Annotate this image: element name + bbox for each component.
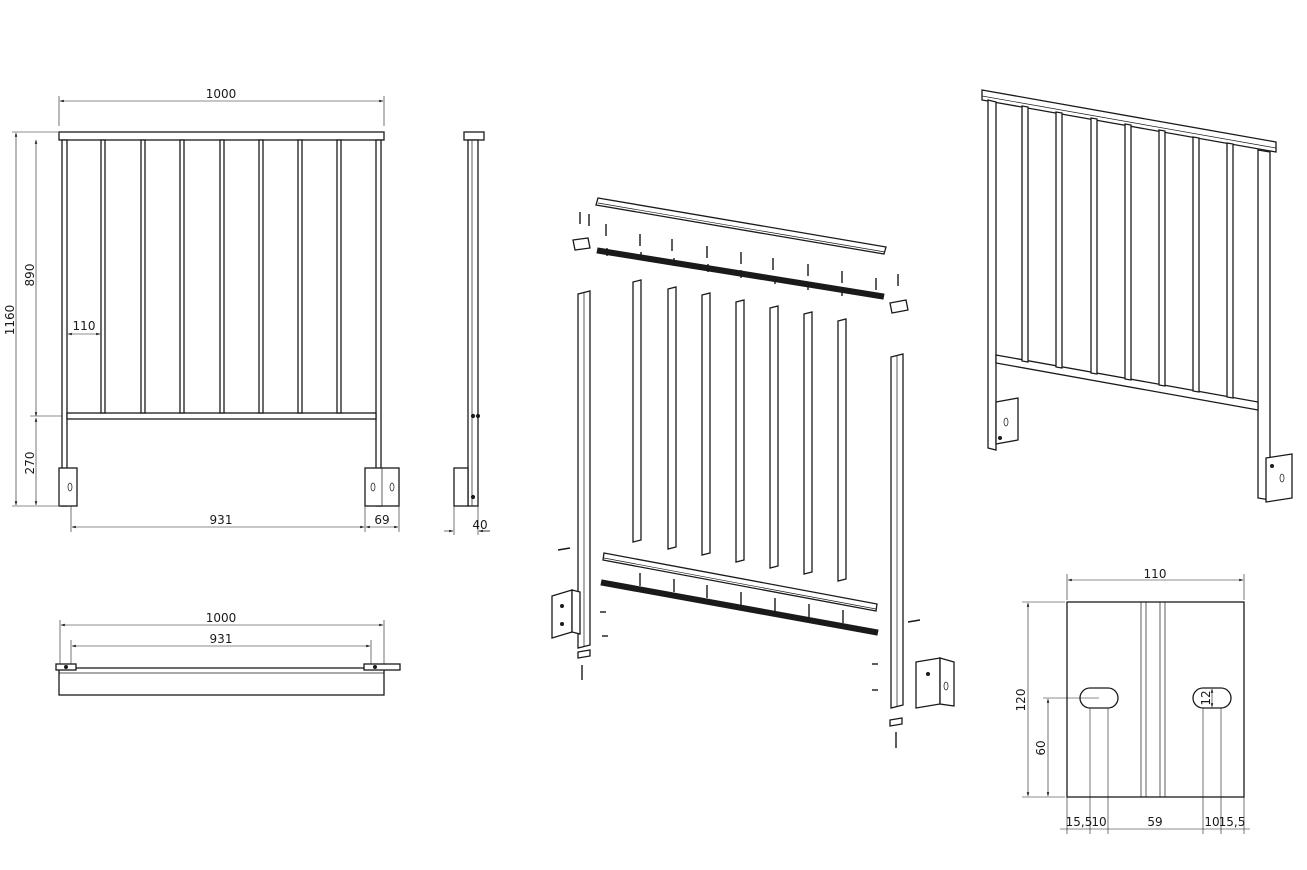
dim-slot-width-right: 10 bbox=[1204, 815, 1219, 829]
plan-rail bbox=[58, 667, 385, 696]
left-post bbox=[61, 139, 68, 507]
dim-slot-width-left: 10 bbox=[1091, 815, 1106, 829]
persp-bottom-rail bbox=[995, 354, 1259, 411]
dim-total-height: 1160 bbox=[3, 305, 17, 336]
foot-bracket-left bbox=[58, 467, 78, 507]
dim-baluster-gap: 110 bbox=[73, 319, 96, 333]
right-post bbox=[375, 139, 382, 507]
end-cap-left bbox=[572, 237, 591, 251]
dim-panel-height: 890 bbox=[23, 264, 37, 287]
top-rail-part bbox=[595, 197, 887, 255]
exploded-post-right bbox=[890, 353, 904, 709]
dim-bracket-height: 120 bbox=[1014, 689, 1028, 712]
dim-slot-height: 60 bbox=[1034, 740, 1048, 755]
exploded-bracket-left bbox=[551, 547, 608, 680]
persp-bracket-right bbox=[1265, 453, 1293, 503]
side-elevation: 40 bbox=[444, 131, 490, 535]
exploded-view bbox=[551, 197, 955, 748]
exploded-bracket-right bbox=[872, 619, 955, 748]
top-screws bbox=[579, 212, 899, 296]
dim-front-width: 1000 bbox=[206, 87, 237, 101]
persp-balusters bbox=[1021, 105, 1234, 399]
persp-bracket-left bbox=[995, 397, 1019, 445]
dim-plan-width: 1000 bbox=[206, 611, 237, 625]
end-cap-right bbox=[889, 299, 909, 314]
top-rail bbox=[58, 131, 385, 141]
bottom-rail bbox=[66, 412, 377, 420]
persp-top-rail bbox=[981, 89, 1277, 153]
dim-bracket-width: 110 bbox=[1144, 567, 1167, 581]
exploded-post-left bbox=[577, 290, 591, 649]
perspective-view bbox=[981, 89, 1293, 503]
front-elevation: 1000 1160 890 270 110 931 69 bbox=[3, 87, 400, 532]
dim-slot-size: 12 bbox=[1199, 690, 1213, 705]
side-post bbox=[467, 139, 479, 507]
dim-leg-height: 270 bbox=[23, 452, 37, 475]
dim-leg-span: 931 bbox=[210, 513, 233, 527]
exploded-balusters bbox=[632, 279, 847, 582]
dim-slot-center: 59 bbox=[1147, 815, 1162, 829]
plan-view: 1000 931 bbox=[55, 611, 401, 696]
dim-plan-span: 931 bbox=[210, 632, 233, 646]
dim-bracket-offset: 69 bbox=[374, 513, 389, 527]
side-bracket bbox=[453, 467, 469, 507]
dim-edge-right: 15,5 bbox=[1219, 815, 1246, 829]
bottom-rail-part bbox=[600, 552, 879, 636]
dim-side-depth: 40 bbox=[472, 518, 487, 532]
foot-bracket-right bbox=[364, 467, 400, 507]
dim-edge-left: 15,5 bbox=[1066, 815, 1093, 829]
balusters bbox=[100, 139, 342, 414]
bracket-detail: 110 120 60 12 15,5 10 59 10 15,5 bbox=[1014, 567, 1250, 834]
